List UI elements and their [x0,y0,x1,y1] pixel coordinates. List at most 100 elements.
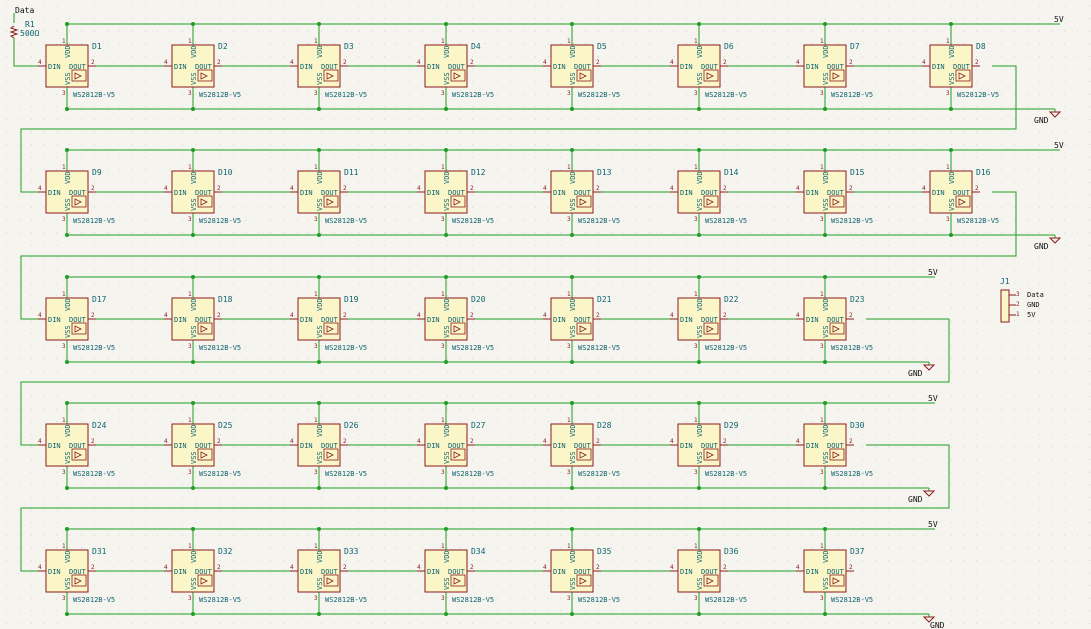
dout-label: DOUT [321,442,339,450]
vcc-label: 5V [928,520,938,529]
vss-pin-number: 3 [820,343,824,350]
din-pin-number: 4 [38,59,42,66]
resistor-r1[interactable]: R1 500Ω [9,20,39,39]
vdd-pin-number: 1 [188,543,192,550]
led-value: WS2812B-V5 [73,217,115,225]
vss-label: VSS [190,198,198,211]
din-pin-number: 4 [290,185,294,192]
vss-label: VSS [443,451,451,464]
led-value: WS2812B-V5 [325,344,367,352]
connector-pin-name: 5V [1027,311,1036,319]
data-chain-wire [20,318,950,446]
led-value: WS2812B-V5 [199,344,241,352]
vss-pin-number: 3 [567,216,571,223]
dout-label: DOUT [827,568,845,576]
junction-dot [444,22,448,26]
junction-dot [317,527,321,531]
dout-pin-number: 2 [849,59,853,66]
led-body [45,423,89,467]
junction-dot [317,360,321,364]
dout-label: DOUT [574,568,592,576]
vdd-pin-number: 1 [188,417,192,424]
led-ref: D27 [471,421,486,430]
vss-label: VSS [822,325,830,338]
vdd-pin-number: 1 [694,38,698,45]
led-ref: D7 [850,42,860,51]
vdd-label: VDD [443,550,451,563]
led-body [803,44,847,88]
vdd-pin-number: 1 [946,38,950,45]
junction-dot [823,275,827,279]
led-icon [703,448,719,461]
led-icon [703,195,719,208]
led-diode-icon [453,451,461,459]
led-value: WS2812B-V5 [578,470,620,478]
vdd-pin-number: 1 [820,38,824,45]
led-ref: D6 [724,42,734,51]
din-pin-number: 4 [290,312,294,319]
gnd-label: GND [908,495,923,504]
led-ref: D26 [344,421,359,430]
din-pin-number: 4 [164,59,168,66]
junction-dot [317,22,321,26]
data-chain-wire [20,444,950,572]
vss-pin-number: 3 [188,469,192,476]
vdd-pin-number: 1 [820,543,824,550]
gnd-label: GND [1034,242,1049,251]
led-diode-icon [200,577,208,585]
led-diode-icon [958,198,966,206]
junction-dot [697,233,701,237]
dout-pin-number: 2 [470,438,474,445]
junction-dot [697,401,701,405]
dout-pin-number: 2 [343,312,347,319]
din-label: DIN [174,442,187,450]
junction-dot [317,148,321,152]
vdd-pin-number: 1 [62,291,66,298]
din-pin-number: 4 [670,564,674,571]
led-ref: D5 [597,42,607,51]
din-pin-number: 4 [38,564,42,571]
junction-dot [191,275,195,279]
din-pin-number: 4 [417,564,421,571]
led-icon [450,195,466,208]
junction-dot [191,360,195,364]
